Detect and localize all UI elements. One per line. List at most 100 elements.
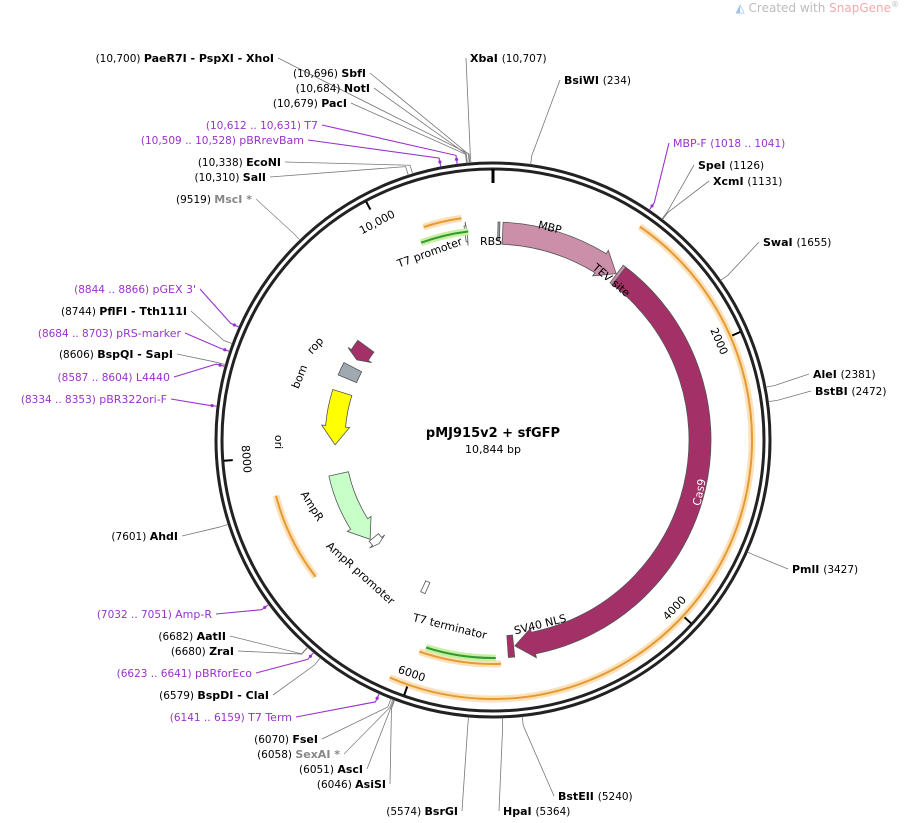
- site-l4440-13-label: (8587 .. 8604) L4440: [58, 371, 170, 384]
- feature-label-ampr: AmpR: [298, 489, 327, 524]
- site-layer: (10,700) PaeR7I - PspXI - XhoI (10,696) S…: [21, 52, 887, 818]
- site-msci-8-name: MscI *: [214, 193, 252, 206]
- site-asisi-25-label: (6046) AsiSI: [317, 778, 386, 791]
- site-pbr322ori-f-14-label: (8334 .. 8353) pBR322ori-F: [21, 393, 167, 406]
- site-bsrgi-26-leader: [461, 716, 469, 812]
- site-t7-term-21-label: (6141 .. 6159) T7 Term: [170, 711, 292, 724]
- site-paci-3-label: (10,679) PacI: [273, 97, 347, 110]
- site-pbrforeco-19-name: pBRforEco: [195, 667, 252, 680]
- site-l4440-13-leader: [173, 363, 226, 378]
- site-ahdi-15-leader: [181, 523, 229, 537]
- site-pbrforeco-19-leader: [255, 652, 315, 674]
- site-noti-2-label: (10,684) NotI: [296, 82, 370, 95]
- site-pgex-3-9-position: (8844 .. 8866): [74, 284, 152, 296]
- site-pflfi-10-name: PflFI - Tth111I: [99, 305, 187, 318]
- left-orange: [275, 495, 317, 578]
- tick-6000: [403, 686, 409, 696]
- feature-label-rbs: RBS: [480, 235, 502, 248]
- snapgene-watermark: ◭ Created with SnapGene®: [735, 0, 899, 15]
- feature-bom: [337, 362, 363, 384]
- site-pgex-3-9-marker: [232, 323, 237, 327]
- site-bsrgi-26-position: (5574): [386, 806, 424, 818]
- site-mbp-f-35-label: MBP-F (1018 .. 1041): [673, 137, 785, 150]
- site-sexai-23-position: (6058): [257, 749, 295, 761]
- feature-ori: [320, 388, 353, 446]
- plasmid-size: 10,844 bp: [465, 443, 521, 456]
- feature-ampr: [328, 471, 372, 540]
- site-noti-2-leader: [373, 87, 468, 164]
- site-econi-6-leader: [284, 161, 414, 174]
- site-spei-34-name: SpeI: [698, 159, 729, 172]
- site-asisi-25-leader: [389, 699, 396, 785]
- site-alei-31-label: AleI (2381): [813, 368, 876, 381]
- site-fsei-22-leader: [321, 698, 392, 740]
- tick-2000: [731, 330, 741, 337]
- site-noti-2-name: NotI: [344, 82, 370, 95]
- backbone-outer-ring: [214, 161, 772, 719]
- site-sexai-23-label: (6058) SexAI *: [257, 748, 340, 761]
- site-pgex-3-9-leader: [199, 288, 240, 328]
- site-pbrrevbam-5-name: pBRrevBam: [239, 134, 304, 147]
- site-bstbi-30-label: BstBI (2472): [815, 385, 886, 398]
- site-pbr322ori-f-14-marker: [210, 404, 214, 408]
- site-t7-4-label: (10,612 .. 10,631) T7: [206, 119, 318, 132]
- site-amp-r-16-marker: [263, 605, 267, 609]
- site-paer7i-0-leader: [277, 57, 471, 164]
- site-zrai-18-position: (6680): [171, 646, 209, 658]
- site-bspdi-20-name: BspDI - ClaI: [197, 689, 269, 702]
- site-prs-marker-11-leader: [184, 332, 230, 352]
- site-paer7i-0-label: (10,700) PaeR7I - PspXI - XhoI: [96, 52, 274, 65]
- site-t7-term-21-position: (6141 .. 6159): [170, 712, 248, 724]
- tick-10000: [365, 201, 372, 211]
- site-bsiwi-36-position: (234): [603, 75, 631, 87]
- site-xbai-37-label: XbaI (10,707): [470, 52, 547, 65]
- site-mbp-f-35-marker: [650, 204, 654, 208]
- site-prs-marker-11-marker: [223, 348, 227, 352]
- site-t7-4-marker: [454, 157, 459, 161]
- site-econi-6-label: (10,338) EcoNI: [198, 156, 281, 169]
- watermark-prefix: Created with: [748, 1, 830, 15]
- site-aatii-17-label: (6682) AatII: [158, 630, 226, 643]
- site-pbrrevbam-5-leader: [307, 139, 442, 168]
- site-pbr322ori-f-14-leader: [170, 398, 218, 407]
- site-alei-31-leader: [765, 373, 810, 388]
- site-bsrgi-26-name: BsrGI: [425, 805, 458, 818]
- top-orange: [423, 217, 462, 228]
- site-paci-3-position: (10,679): [273, 98, 321, 110]
- site-bspqi-12-position: (8606): [59, 349, 97, 361]
- feature-label-cas9: Cas9: [690, 478, 708, 507]
- site-xcmi-33-name: XcmI: [713, 175, 747, 188]
- site-amp-r-16-label: (7032 .. 7051) Amp-R: [97, 608, 213, 621]
- site-bspqi-12-leader: [176, 353, 226, 366]
- site-pmli-29-label: PmlI (3427): [792, 563, 858, 576]
- site-t7-term-21-name: T7 Term: [247, 711, 292, 724]
- site-sali-7-leader: [269, 166, 409, 178]
- site-pbrrevbam-5-marker: [438, 160, 442, 164]
- site-sexai-23-leader: [343, 699, 394, 755]
- site-bstbi-30-position: (2472): [852, 386, 887, 398]
- site-ahdi-15-position: (7601): [111, 531, 149, 543]
- outer-orange: [389, 225, 753, 700]
- site-mbp-f-35-position: (1018 .. 1041): [710, 138, 785, 150]
- tick-8000: [223, 459, 233, 462]
- site-fsei-22-name: FseI: [292, 733, 318, 746]
- site-bstbi-30-leader: [768, 390, 812, 403]
- site-pbrrevbam-5-position: (10,509 .. 10,528): [141, 135, 239, 147]
- site-hpai-27-name: HpaI: [503, 805, 535, 818]
- site-alei-31-position: (2381): [841, 369, 876, 381]
- site-zrai-18-label: (6680) ZraI: [171, 645, 234, 658]
- site-sbfi-1-label: (10,696) SbfI: [293, 67, 366, 80]
- tick-label-10000: 10,000: [357, 208, 397, 238]
- site-aatii-17-position: (6682): [158, 631, 196, 643]
- site-swai-32-label: SwaI (1655): [763, 236, 831, 249]
- site-bsteii-28-label: BstEII (5240): [558, 790, 633, 803]
- site-t7-4-leader: [321, 124, 458, 165]
- site-bsrgi-26-label: (5574) BsrGI: [386, 805, 458, 818]
- site-bspdi-20-label: (6579) BspDI - ClaI: [159, 689, 269, 702]
- site-prs-marker-11-position: (8684 .. 8703): [38, 328, 116, 340]
- tick-label-8000: 8000: [239, 445, 254, 474]
- site-fsei-22-position: (6070): [254, 734, 292, 746]
- site-t7-4-name: T7: [303, 119, 318, 132]
- site-msci-8-position: (9519): [176, 194, 214, 206]
